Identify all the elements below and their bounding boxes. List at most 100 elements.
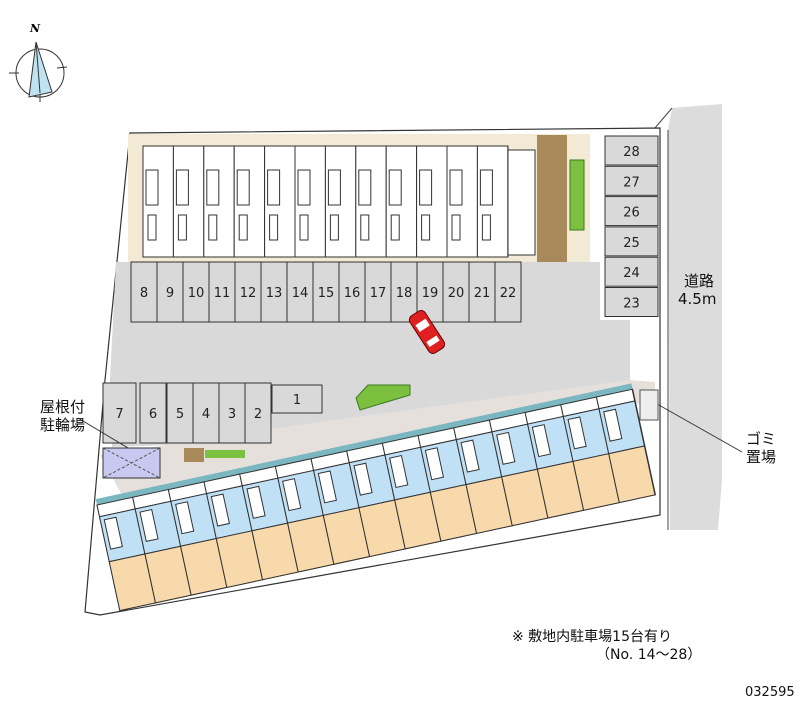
planting-area bbox=[355, 384, 411, 411]
parking-slot: 5 bbox=[166, 382, 194, 444]
parking-slot: 15 bbox=[312, 261, 340, 323]
bicycle-parking-label-line2: 駐輪場 bbox=[40, 416, 86, 434]
parking-slot: 11 bbox=[208, 261, 236, 323]
parking-slot-number: 17 bbox=[370, 286, 387, 301]
apartment-unit bbox=[142, 145, 174, 258]
parking-slot: 17 bbox=[364, 261, 392, 323]
apartment-unit bbox=[324, 145, 357, 258]
south-building bbox=[95, 383, 657, 612]
planting-strip bbox=[537, 135, 567, 262]
garbage-label: ゴミ 置場 bbox=[746, 430, 776, 466]
road-label-line1: 道路 bbox=[684, 272, 715, 290]
apartment-unit bbox=[172, 145, 205, 258]
parking-slot: 20 bbox=[442, 261, 470, 323]
bicycle-parking-label-line1: 屋根付 bbox=[40, 398, 86, 416]
garbage-area bbox=[639, 389, 659, 421]
parking-slot-number: 15 bbox=[318, 286, 335, 301]
apartment-unit bbox=[385, 145, 418, 258]
apartment-unit bbox=[417, 427, 478, 542]
apartment-unit bbox=[381, 434, 442, 550]
parking-slot: 9 bbox=[156, 261, 184, 323]
apartment-unit bbox=[203, 145, 235, 258]
bicycle-parking-label: 屋根付 駐輪場 bbox=[40, 398, 85, 434]
parking-slot: 25 bbox=[604, 226, 659, 257]
parking-slot-number: 8 bbox=[140, 286, 148, 301]
parking-slot: 7 bbox=[102, 382, 137, 444]
apartment-unit bbox=[446, 145, 478, 258]
stairs bbox=[507, 149, 536, 256]
parking-slot-number: 2 bbox=[254, 407, 262, 422]
parking-slot-number: 14 bbox=[292, 286, 309, 301]
parking-slot-number: 24 bbox=[623, 266, 640, 281]
parking-slot: 8 bbox=[130, 261, 158, 323]
property-code: 032595 bbox=[745, 685, 795, 700]
parking-slot-number: 16 bbox=[344, 286, 361, 301]
apartment-unit bbox=[488, 411, 549, 527]
apartment-unit bbox=[233, 145, 266, 258]
parking-slot-number: 28 bbox=[623, 145, 640, 160]
parking-slot: 3 bbox=[218, 382, 246, 444]
parking-slot-number: 9 bbox=[166, 286, 174, 301]
apartment-unit bbox=[346, 442, 406, 558]
road-label-line2: 4.5m bbox=[678, 290, 717, 308]
parking-slot-number: 10 bbox=[188, 286, 205, 301]
parking-slot: 2 bbox=[244, 382, 272, 444]
parking-slot-number: 3 bbox=[228, 407, 236, 422]
road-label: 道路 4.5m bbox=[678, 272, 716, 308]
apartment-unit bbox=[310, 450, 371, 565]
car-icon bbox=[408, 310, 446, 354]
parking-slot: 28 bbox=[604, 135, 659, 166]
parking-slot: 10 bbox=[182, 261, 210, 323]
parking-slot: 22 bbox=[494, 261, 522, 323]
apartment-unit bbox=[355, 145, 387, 258]
apartment-unit bbox=[476, 145, 509, 258]
apartment-unit bbox=[595, 388, 656, 504]
parking-slot: 27 bbox=[604, 165, 659, 196]
parking-slot: 1 bbox=[271, 384, 323, 414]
apartment-unit bbox=[524, 404, 585, 519]
apartment-unit bbox=[167, 481, 228, 596]
parking-slot: 21 bbox=[468, 261, 496, 323]
parking-slot-number: 12 bbox=[240, 286, 257, 301]
compass-icon: N bbox=[9, 22, 68, 102]
road bbox=[668, 104, 722, 530]
parking-slot-number: 26 bbox=[623, 206, 640, 221]
parking-slot: 13 bbox=[260, 261, 288, 323]
compass-north-label: N bbox=[29, 22, 41, 35]
apartment-unit bbox=[274, 458, 335, 573]
apartment-unit bbox=[453, 419, 513, 535]
parking-slot-number: 22 bbox=[500, 286, 517, 301]
parking-slot-number: 6 bbox=[149, 407, 157, 422]
parking-slot-number: 27 bbox=[623, 175, 640, 190]
parking-note-line1: ※ 敷地内駐車場15台有り bbox=[512, 629, 672, 645]
parking-slot-number: 4 bbox=[202, 407, 210, 422]
apartment-unit bbox=[264, 145, 296, 258]
parking-slot: 6 bbox=[139, 382, 167, 444]
parking-slot: 14 bbox=[286, 261, 314, 323]
parking-slot-number: 23 bbox=[623, 297, 640, 312]
parking-slot-number: 21 bbox=[474, 286, 491, 301]
apartment-unit bbox=[294, 145, 326, 258]
parking-slot-number: 25 bbox=[623, 236, 640, 251]
parking-slot-number: 1 bbox=[293, 393, 301, 408]
apartment-unit bbox=[132, 488, 192, 604]
parking-slot-number: 13 bbox=[266, 286, 283, 301]
parking-slot-number: 11 bbox=[214, 286, 231, 301]
parking-note: ※ 敷地内駐車場15台有り （No. 14～28） bbox=[512, 628, 701, 664]
parking-slot-number: 18 bbox=[396, 286, 413, 301]
parking-slot: 16 bbox=[338, 261, 366, 323]
parking-slot: 12 bbox=[234, 261, 262, 323]
parking-slot-number: 5 bbox=[176, 407, 184, 422]
parking-slot: 26 bbox=[604, 196, 659, 227]
apartment-unit bbox=[416, 145, 448, 258]
parking-slot: 4 bbox=[192, 382, 220, 444]
parking-slot-number: 19 bbox=[422, 286, 439, 301]
parking-slot: 23 bbox=[604, 287, 659, 317]
parking-slot-number: 7 bbox=[115, 407, 123, 422]
parking-slot-number: 20 bbox=[448, 286, 465, 301]
parking-note-line2: （No. 14～28） bbox=[596, 647, 702, 663]
parking-slot: 18 bbox=[390, 261, 418, 323]
garbage-label-line1: ゴミ bbox=[746, 430, 777, 448]
garbage-label-line2: 置場 bbox=[746, 448, 777, 466]
